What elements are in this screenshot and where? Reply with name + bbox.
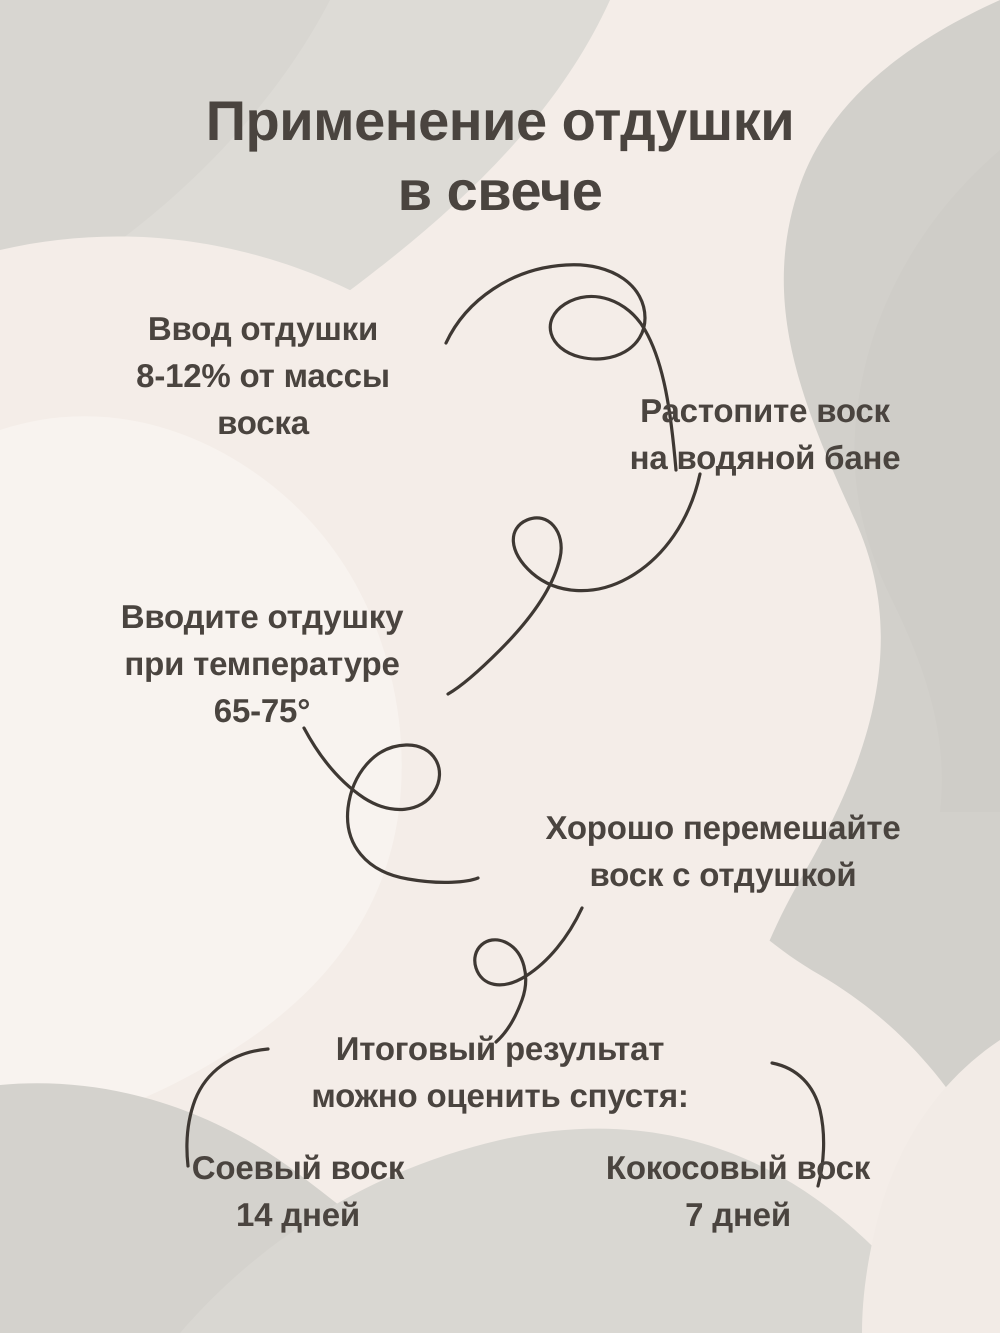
step-text-temperature: Вводите отдушку при температуре 65-75° bbox=[120, 598, 404, 729]
step-text-fragrance-load: Ввод отдушки 8-12% от массы воска bbox=[136, 310, 390, 441]
wave-cream-bottom-right bbox=[862, 1040, 1000, 1333]
wave-cream-left-highlight bbox=[0, 416, 402, 1136]
page-title: Применение отдушки в свече bbox=[205, 89, 795, 222]
wave-gray-band-diagonal bbox=[0, 0, 330, 316]
result-option-soy-wax: Соевый воск 14 дней bbox=[191, 1149, 405, 1233]
result-option-coconut-wax: Кокосовый воск 7 дней bbox=[605, 1149, 871, 1233]
wave-gray-mid-right-accent bbox=[854, 150, 1000, 812]
result-section-title: Итоговый результат можно оценить спустя: bbox=[311, 1030, 689, 1114]
wave-gray-bottom-center bbox=[180, 1128, 945, 1333]
step-text-stir: Хорошо перемешайте воск с отдушкой bbox=[545, 809, 901, 893]
step-text-melt-wax: Растопите воск на водяной бане bbox=[629, 392, 901, 476]
